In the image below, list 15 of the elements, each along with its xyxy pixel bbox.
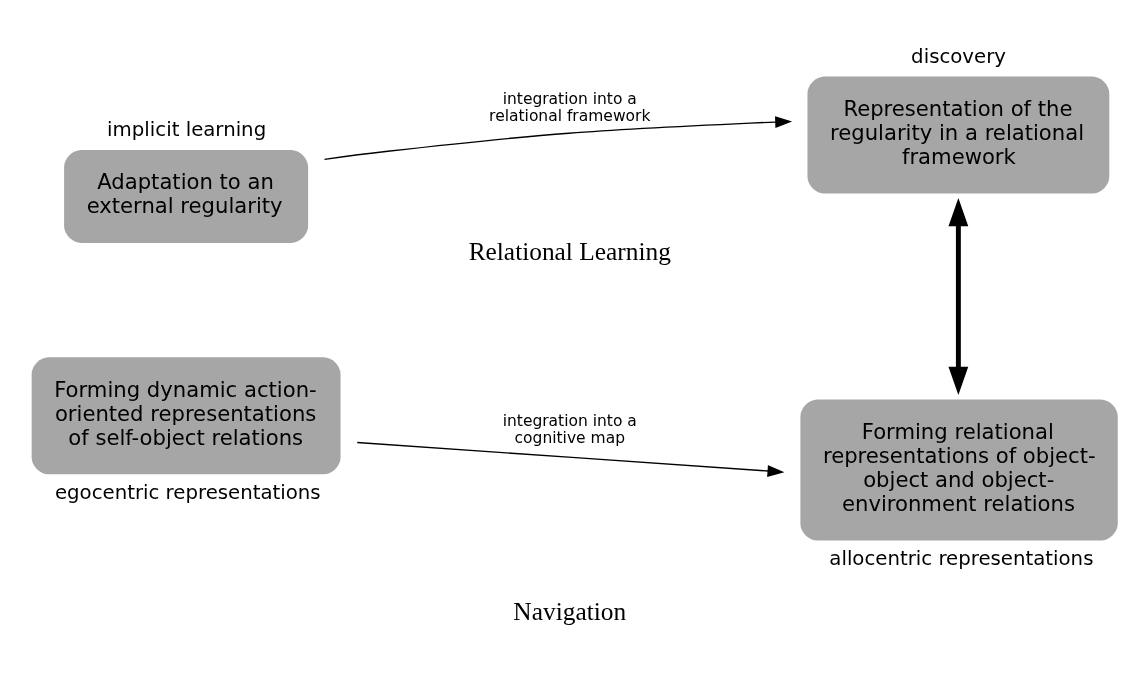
edge-label: integration into a cognitive map xyxy=(502,412,637,448)
node-box: Forming dynamic action-oriented representations of self-object relations xyxy=(31,357,341,475)
node-label: implicit learning xyxy=(107,118,267,142)
node-label: allocentric representations xyxy=(829,546,1094,570)
node-box: Forming relational representations of object-object and object-environment relations xyxy=(800,399,1118,541)
arrow xyxy=(356,441,785,477)
node-label: egocentric representations xyxy=(54,480,321,504)
node-label: discovery xyxy=(911,44,1006,68)
label: Navigation xyxy=(513,597,627,626)
arrow xyxy=(323,116,793,161)
node-box: Adaptation to an external regularity xyxy=(64,149,309,243)
edge-label: integration into a relational framework xyxy=(489,90,651,126)
label: Relational Learning xyxy=(468,237,671,266)
node-box: Representation of the regularity in a relational framework xyxy=(807,76,1110,194)
arrow xyxy=(948,197,969,395)
